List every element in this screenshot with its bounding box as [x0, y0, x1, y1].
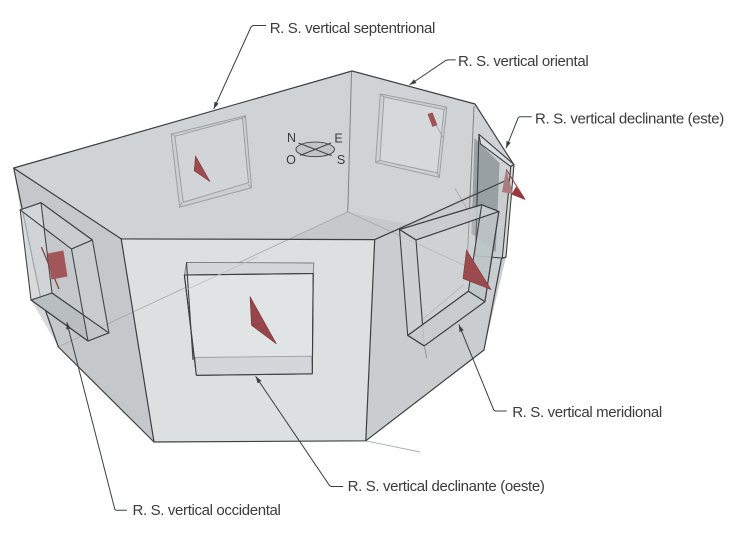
svg-text:R. S. vertical declinante (est: R. S. vertical declinante (este) — [535, 111, 724, 128]
svg-text:O: O — [286, 153, 296, 167]
svg-text:N: N — [287, 131, 296, 145]
svg-text:R. S. vertical occidental: R. S. vertical occidental — [133, 502, 281, 519]
svg-text:S: S — [337, 153, 345, 167]
svg-text:R. S. vertical meridional: R. S. vertical meridional — [512, 404, 662, 421]
svg-text:E: E — [334, 132, 342, 146]
svg-text:R. S. vertical oriental: R. S. vertical oriental — [458, 53, 588, 70]
svg-text:R. S. vertical declinante (oes: R. S. vertical declinante (oeste) — [348, 478, 545, 495]
svg-text:R. S. vertical septentrional: R. S. vertical septentrional — [270, 20, 435, 37]
